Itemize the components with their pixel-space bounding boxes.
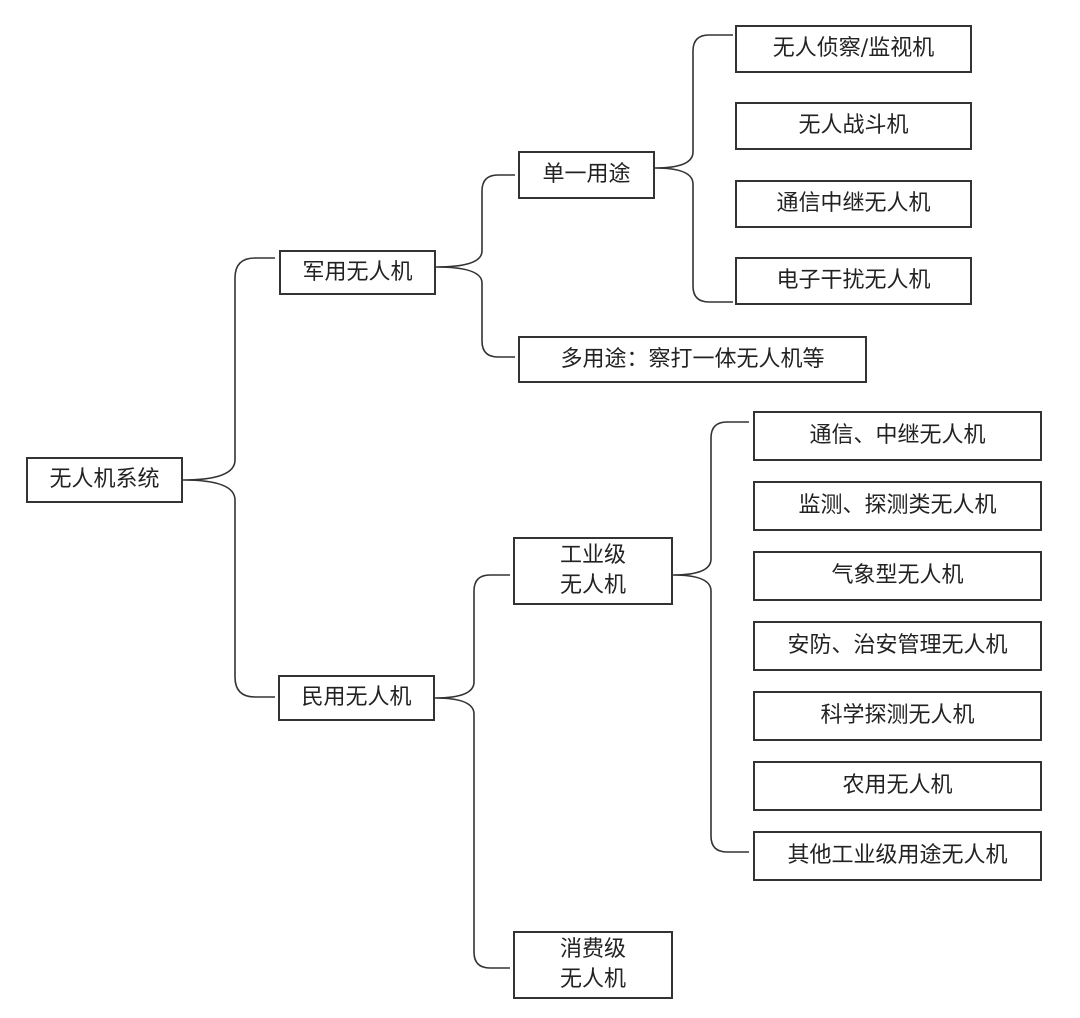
node-label: 通信、中继无人机 [809,423,986,448]
node-scientific-exploration-uav: 科学探测无人机 [753,691,1042,741]
bracket-military [435,174,515,358]
node-label: 监测、探测类无人机 [798,493,997,518]
node-other-industrial-uav: 其他工业级用途无人机 [753,831,1042,881]
node-multi-use: 多用途：察打一体无人机等 [518,336,867,383]
node-label: 通信中继无人机 [776,191,931,216]
node-label: 电子干扰无人机 [776,268,931,293]
node-label: 多用途：察打一体无人机等 [560,346,825,372]
node-label: 农用无人机 [842,773,953,798]
node-label: 单一用途 [542,162,631,187]
node-single-use: 单一用途 [518,151,655,199]
bracket-single [654,34,733,303]
bracket-industrial [672,421,749,853]
node-ew-jamming-uav: 电子干扰无人机 [735,257,972,305]
node-label: 消费级 无人机 [559,937,626,992]
node-monitoring-detection-uav: 监测、探测类无人机 [753,481,1042,531]
bracket-civil [434,574,510,969]
node-label: 安防、治安管理无人机 [787,633,1008,658]
node-label: 军用无人机 [302,259,413,285]
node-label: 其他工业级用途无人机 [787,843,1008,868]
node-recon-surveillance-uav: 无人侦察/监视机 [735,25,972,73]
node-combat-uav: 无人战斗机 [735,102,972,150]
node-consumer-uav: 消费级 无人机 [513,931,673,999]
node-label: 无人侦察/监视机 [772,36,935,61]
node-military-uav: 军用无人机 [279,250,436,295]
bracket-root [182,257,275,698]
node-comm-relay-civil-uav: 通信、中继无人机 [753,411,1042,461]
node-meteorological-uav: 气象型无人机 [753,551,1042,601]
node-civil-uav: 民用无人机 [278,675,435,721]
node-label: 科学探测无人机 [820,703,975,728]
node-label: 工业级 无人机 [559,543,626,598]
node-label: 民用无人机 [301,685,412,710]
node-industrial-uav: 工业级 无人机 [513,537,673,605]
node-label: 气象型无人机 [831,563,964,588]
node-uav-system: 无人机系统 [26,457,183,503]
node-agricultural-uav: 农用无人机 [753,761,1042,811]
node-security-policing-uav: 安防、治安管理无人机 [753,621,1042,671]
node-comm-relay-uav: 通信中继无人机 [735,180,972,228]
node-label: 无人战斗机 [798,113,909,138]
node-label: 无人机系统 [49,467,160,492]
